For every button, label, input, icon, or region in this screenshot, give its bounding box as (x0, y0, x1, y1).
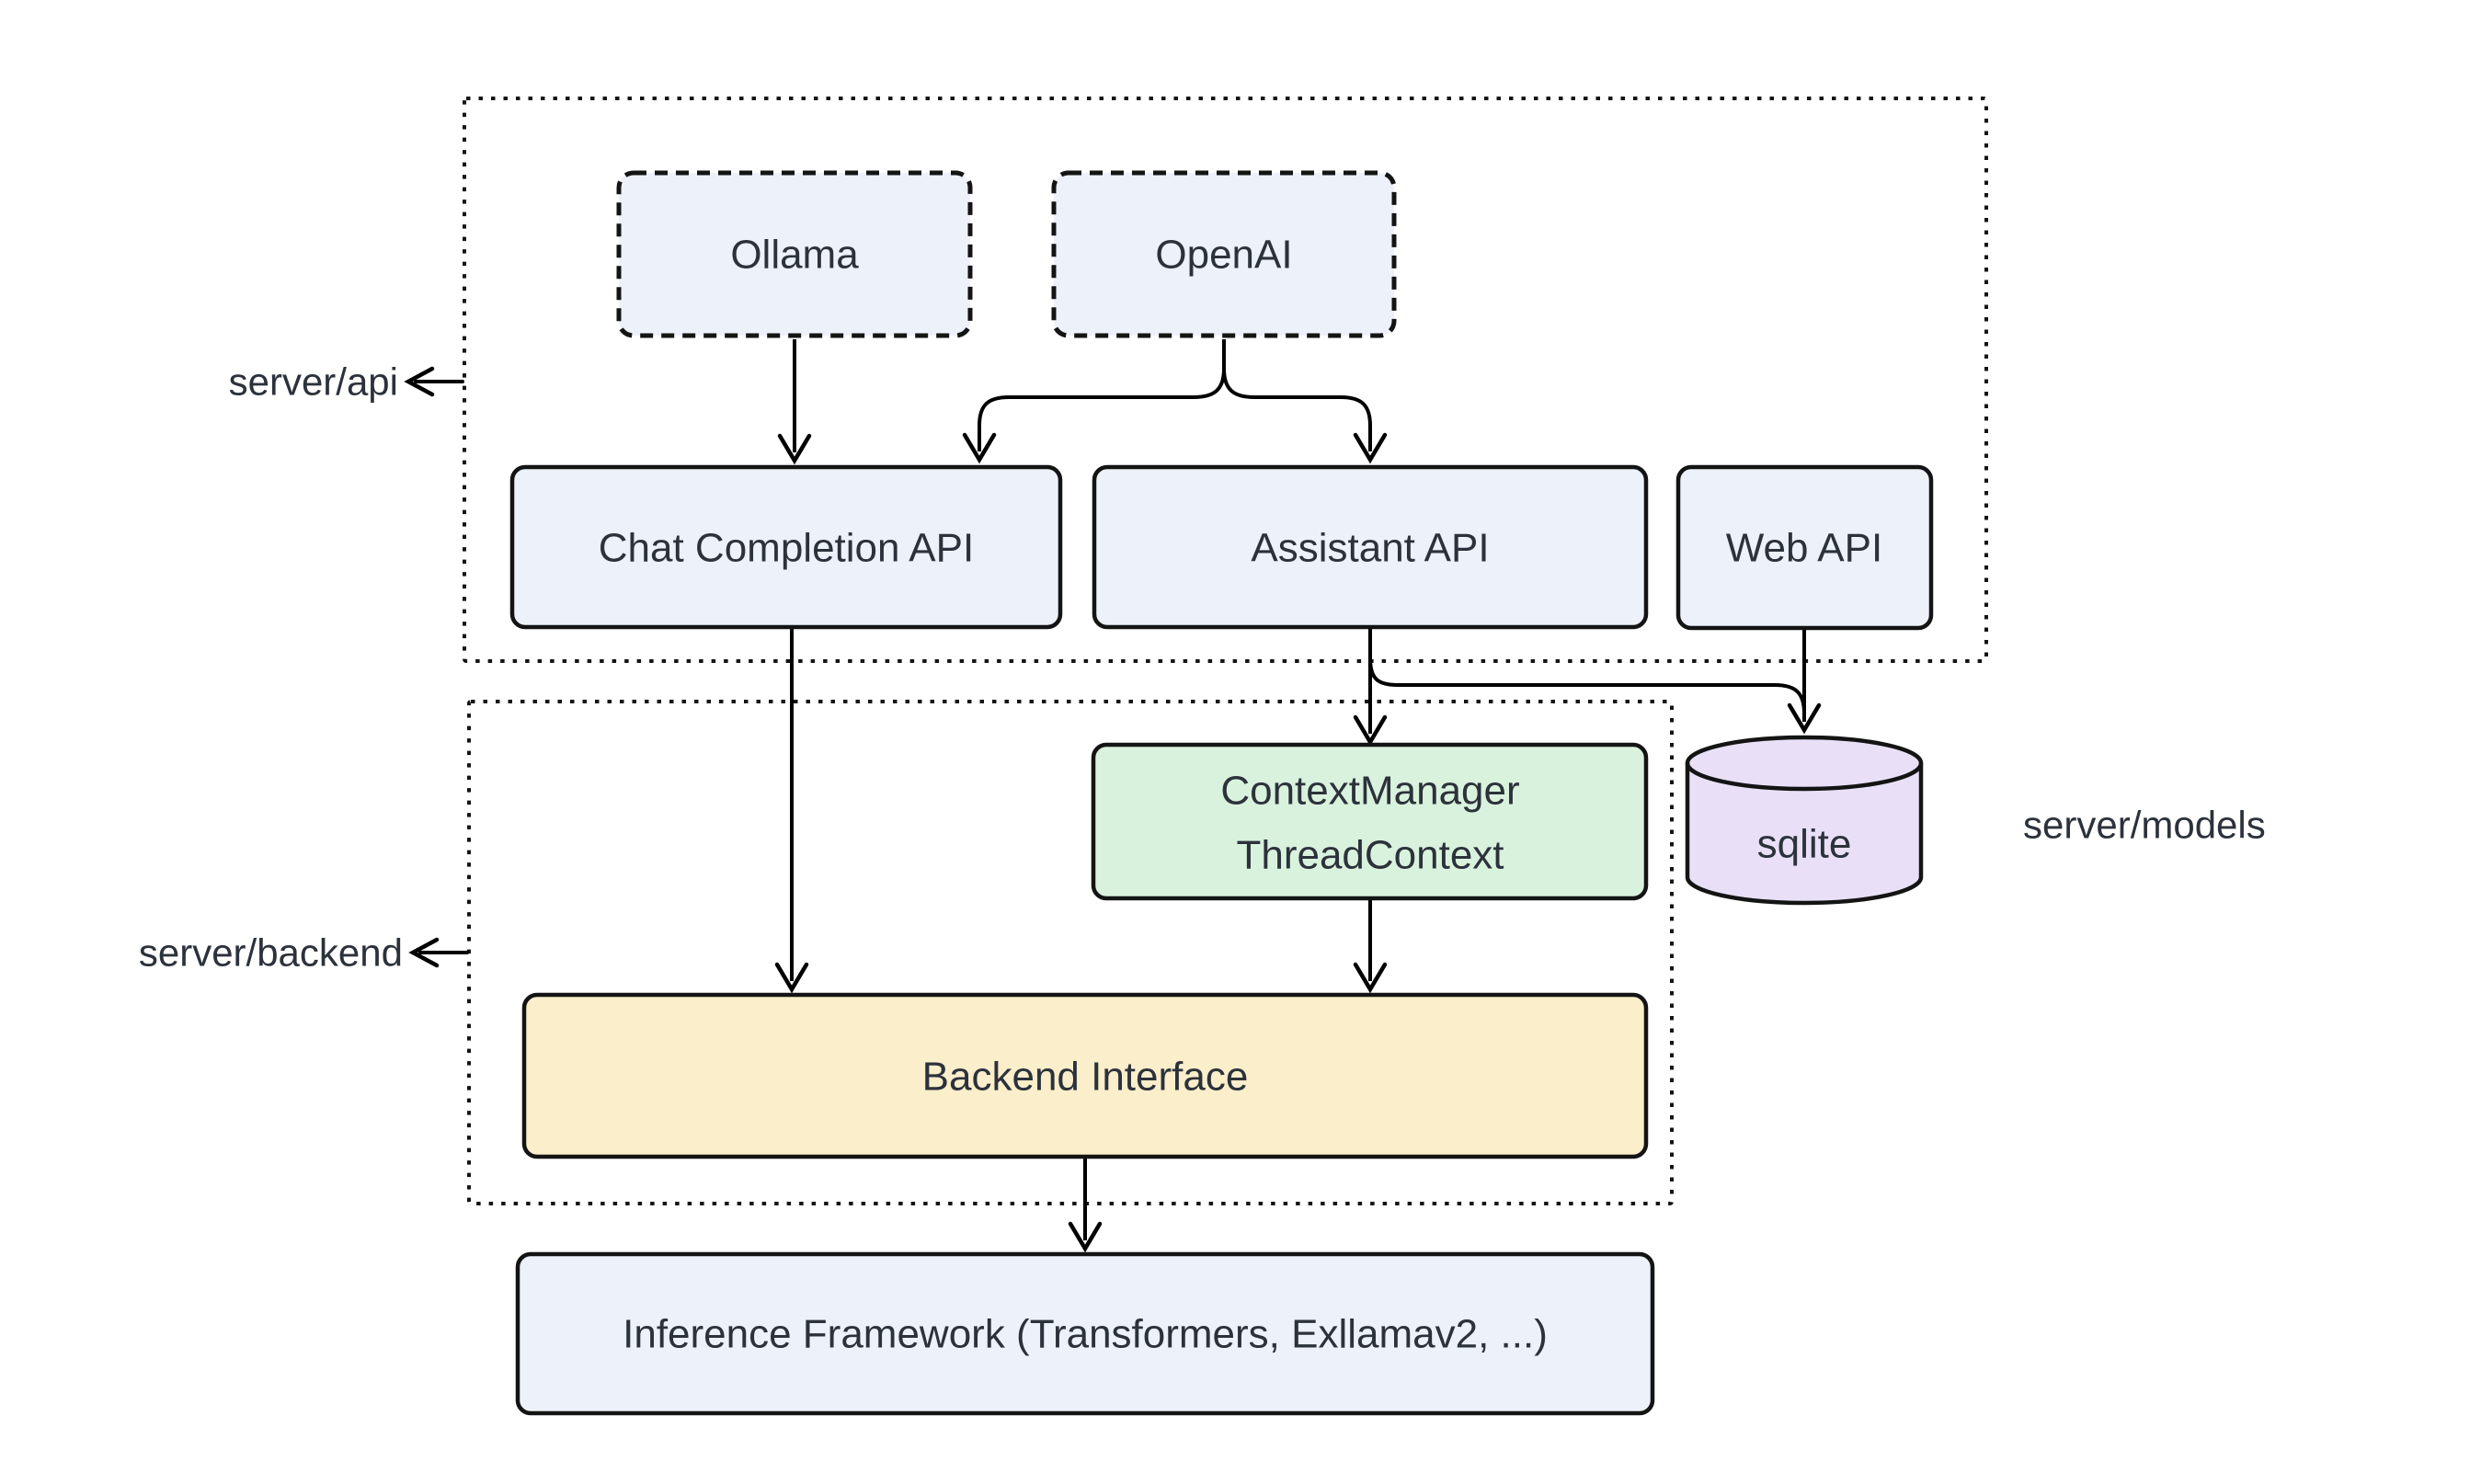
sqlite-cylinder-top (1685, 735, 1924, 792)
assistant-api-label: Assistant API (1251, 526, 1489, 571)
server-api-label-arrow-head (404, 366, 435, 397)
node-openai: OpenAI (1051, 170, 1397, 338)
edge-assistant-to-sqlite (1368, 657, 1806, 719)
context-manager-box (1091, 742, 1649, 901)
node-chat-completion-api: Chat Completion API (509, 464, 1063, 630)
sqlite-cylinder-outline (1685, 763, 1924, 906)
sqlite-cylinder-body (1687, 763, 1921, 903)
container-server-api: server/api (229, 97, 1988, 663)
web-api-box (1675, 464, 1934, 631)
node-inference-framework: Inference Framework (Transformers, Exlla… (515, 1251, 1655, 1416)
inference-framework-label: Inference Framework (Transformers, Exlla… (623, 1312, 1548, 1357)
node-backend-interface: Backend Interface (521, 992, 1649, 1159)
server-api-container-border (463, 97, 1988, 663)
node-context-manager: ContextManager ThreadContext (1091, 742, 1649, 901)
server-api-label: server/api (229, 360, 398, 404)
context-manager-label-line1: ContextManager (1220, 769, 1519, 814)
chat-completion-api-label: Chat Completion API (599, 526, 974, 571)
edge-assistant-to-context-arrowhead (1353, 714, 1388, 747)
ollama-box (616, 170, 973, 338)
inference-framework-box (515, 1251, 1655, 1416)
server-backend-label-arrow-head (408, 937, 440, 968)
node-sqlite: sqlite (1685, 735, 1924, 906)
chat-completion-api-box (509, 464, 1063, 630)
edge-chat-to-backend-interface-arrowhead (774, 962, 809, 994)
edges (774, 339, 1822, 1253)
assistant-api-box (1092, 464, 1649, 630)
openai-box (1051, 170, 1397, 338)
edge-openai-to-assistant (1222, 368, 1372, 451)
edge-openai-to-chat-arrowhead (962, 432, 997, 464)
edge-openai-to-assistant-arrowhead (1353, 432, 1388, 464)
node-web-api: Web API (1675, 464, 1934, 631)
edge-context-to-backend-interface-arrowhead (1353, 962, 1388, 994)
backend-interface-label: Backend Interface (922, 1055, 1249, 1100)
edge-openai-to-chat (978, 339, 1226, 451)
ollama-label: Ollama (730, 233, 859, 278)
openai-label: OpenAI (1155, 233, 1292, 278)
sqlite-label: sqlite (1757, 822, 1852, 867)
edge-web-to-sqlite-arrowhead (1787, 702, 1822, 735)
server-models-label: server/models (2023, 804, 2266, 847)
web-api-label: Web API (1726, 526, 1882, 571)
backend-interface-box (521, 992, 1649, 1159)
node-assistant-api: Assistant API (1092, 464, 1649, 630)
edge-backend-interface-to-inference-arrowhead (1068, 1221, 1103, 1253)
context-manager-label-line2: ThreadContext (1236, 833, 1504, 878)
container-server-backend: server/backend (139, 700, 1674, 1205)
server-backend-label: server/backend (139, 931, 403, 975)
edge-ollama-to-chat-arrowhead (777, 433, 812, 465)
node-ollama: Ollama (616, 170, 973, 338)
